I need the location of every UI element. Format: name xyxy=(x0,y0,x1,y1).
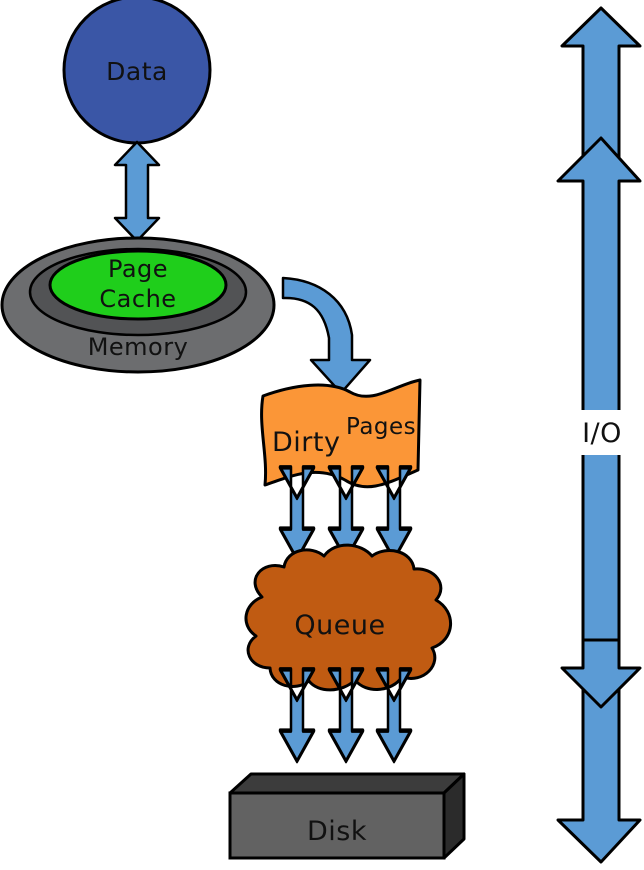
disk-front-face xyxy=(228,791,446,860)
memory-node: Page Cache Memory xyxy=(0,236,276,374)
dirty-pages-node: Dirty Pages xyxy=(260,378,422,489)
dirty-pages-label-part2: Pages xyxy=(346,414,416,440)
io-axis-label-gap xyxy=(575,410,627,455)
page-cache-label-line1: Page xyxy=(108,255,168,283)
data-label: Data xyxy=(106,57,168,86)
queue-cloud xyxy=(244,543,453,692)
disk-top-face xyxy=(228,772,466,795)
dirty-pages-label-part1: Dirty xyxy=(272,427,340,458)
io-axis-lower-arrowhead xyxy=(560,638,642,709)
io-axis xyxy=(556,6,642,864)
queue-label: Queue xyxy=(294,610,385,641)
disk-node: Disk xyxy=(228,772,466,860)
disk-label: Disk xyxy=(307,816,367,847)
page-cache-label-line2: Cache xyxy=(99,285,176,313)
queue-node: Queue xyxy=(244,543,453,692)
cache-to-dirty-arrow xyxy=(281,276,372,395)
io-axis-shaft xyxy=(556,136,642,864)
data-node: Data xyxy=(62,0,212,145)
data-cache-arrow xyxy=(113,140,161,243)
memory-label: Memory xyxy=(88,333,189,361)
io-axis-label: I/O xyxy=(582,418,622,449)
dirty-queue-arrow-left xyxy=(280,467,314,559)
page-cache-ellipse xyxy=(48,249,228,321)
dirty-pages-banner xyxy=(260,378,422,489)
